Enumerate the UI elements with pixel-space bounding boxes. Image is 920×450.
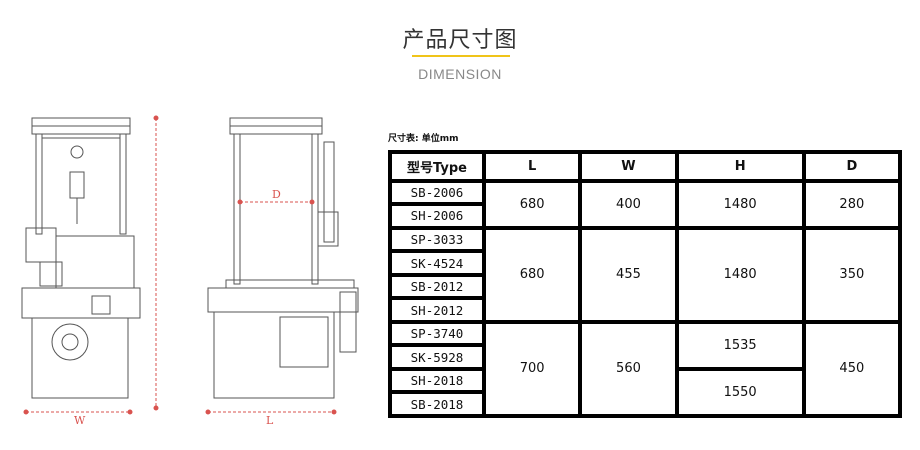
d-cell: 350 [805,229,898,320]
width-dimension-label: W [74,414,86,427]
dimension-table: 型号Type L W H D SB-2006 680 400 1480 280 … [388,150,902,418]
h-cell: 1550 [678,370,802,414]
model-cell: SH-2018 [392,370,482,391]
table-row: SP-3033 680 455 1480 350 [392,229,898,320]
base-cabinet [213,311,335,399]
tank-rod-left [35,133,43,235]
table-row: SB-2018 [392,394,898,414]
length-dimension-label: L [266,414,274,427]
model-cell: SH-2012 [392,300,482,320]
table-header-row: 型号Type L W H D [392,154,898,179]
valve [69,171,85,199]
w-cell: 400 [582,182,675,226]
model-cell: SB-2012 [392,276,482,297]
motor-box [317,211,339,247]
d-cell: 280 [805,182,898,226]
table-row: SK-5928 [392,347,898,367]
title-underline [412,55,510,57]
depth-dimension-label: D [272,188,281,201]
w-cell: 455 [582,229,675,320]
base-top [207,287,359,313]
h-cell: 1480 [678,182,802,226]
model-cell: SB-2018 [392,394,482,414]
table-row: SB-2012 [392,276,898,297]
model-cell: SH-2006 [392,206,482,226]
tank-rod-right [311,133,319,285]
side-view-drawing: D L [205,117,359,427]
l-cell: 700 [486,323,579,414]
model-cell: SB-2006 [392,182,482,203]
motor-box [25,227,57,263]
model-cell: SP-3033 [392,229,482,250]
table-row: SH-2012 [392,300,898,320]
table-row: SP-3740 700 560 1535 450 [392,323,898,414]
header-d: D [805,154,898,179]
header-type: 型号Type [392,154,482,179]
table-row: SH-2006 [392,206,898,226]
filter-unit [279,316,329,368]
front-view-drawing: W [21,115,159,427]
gauge [70,145,84,159]
header-l: L [486,154,579,179]
h-cell: 1535 [678,323,802,367]
header-h: H [678,154,802,179]
page-title: 产品尺寸图 [402,28,518,53]
l-cell: 680 [486,229,579,320]
page-subtitle: DIMENSION [418,66,502,82]
l-cell: 680 [486,182,579,226]
model-cell: SK-4524 [392,253,482,273]
table-row: SH-2018 1550 [392,370,898,414]
w-cell: 560 [582,323,675,414]
model-cell: SP-3740 [392,323,482,344]
tank-rod-left [233,133,241,285]
header-w: W [582,154,675,179]
model-cell: SK-5928 [392,347,482,367]
unit-label: 尺寸表: 单位mm [388,134,459,144]
table-row: SB-2006 680 400 1480 280 [392,182,898,226]
side-pipe [323,141,335,243]
d-cell: 450 [805,323,898,414]
base-top [21,287,141,319]
h-cell: 1480 [678,229,802,320]
table-row: SK-4524 [392,253,898,273]
base-cabinet [31,317,129,399]
tank-rod-right [119,133,127,235]
pump-wheel [51,323,89,361]
